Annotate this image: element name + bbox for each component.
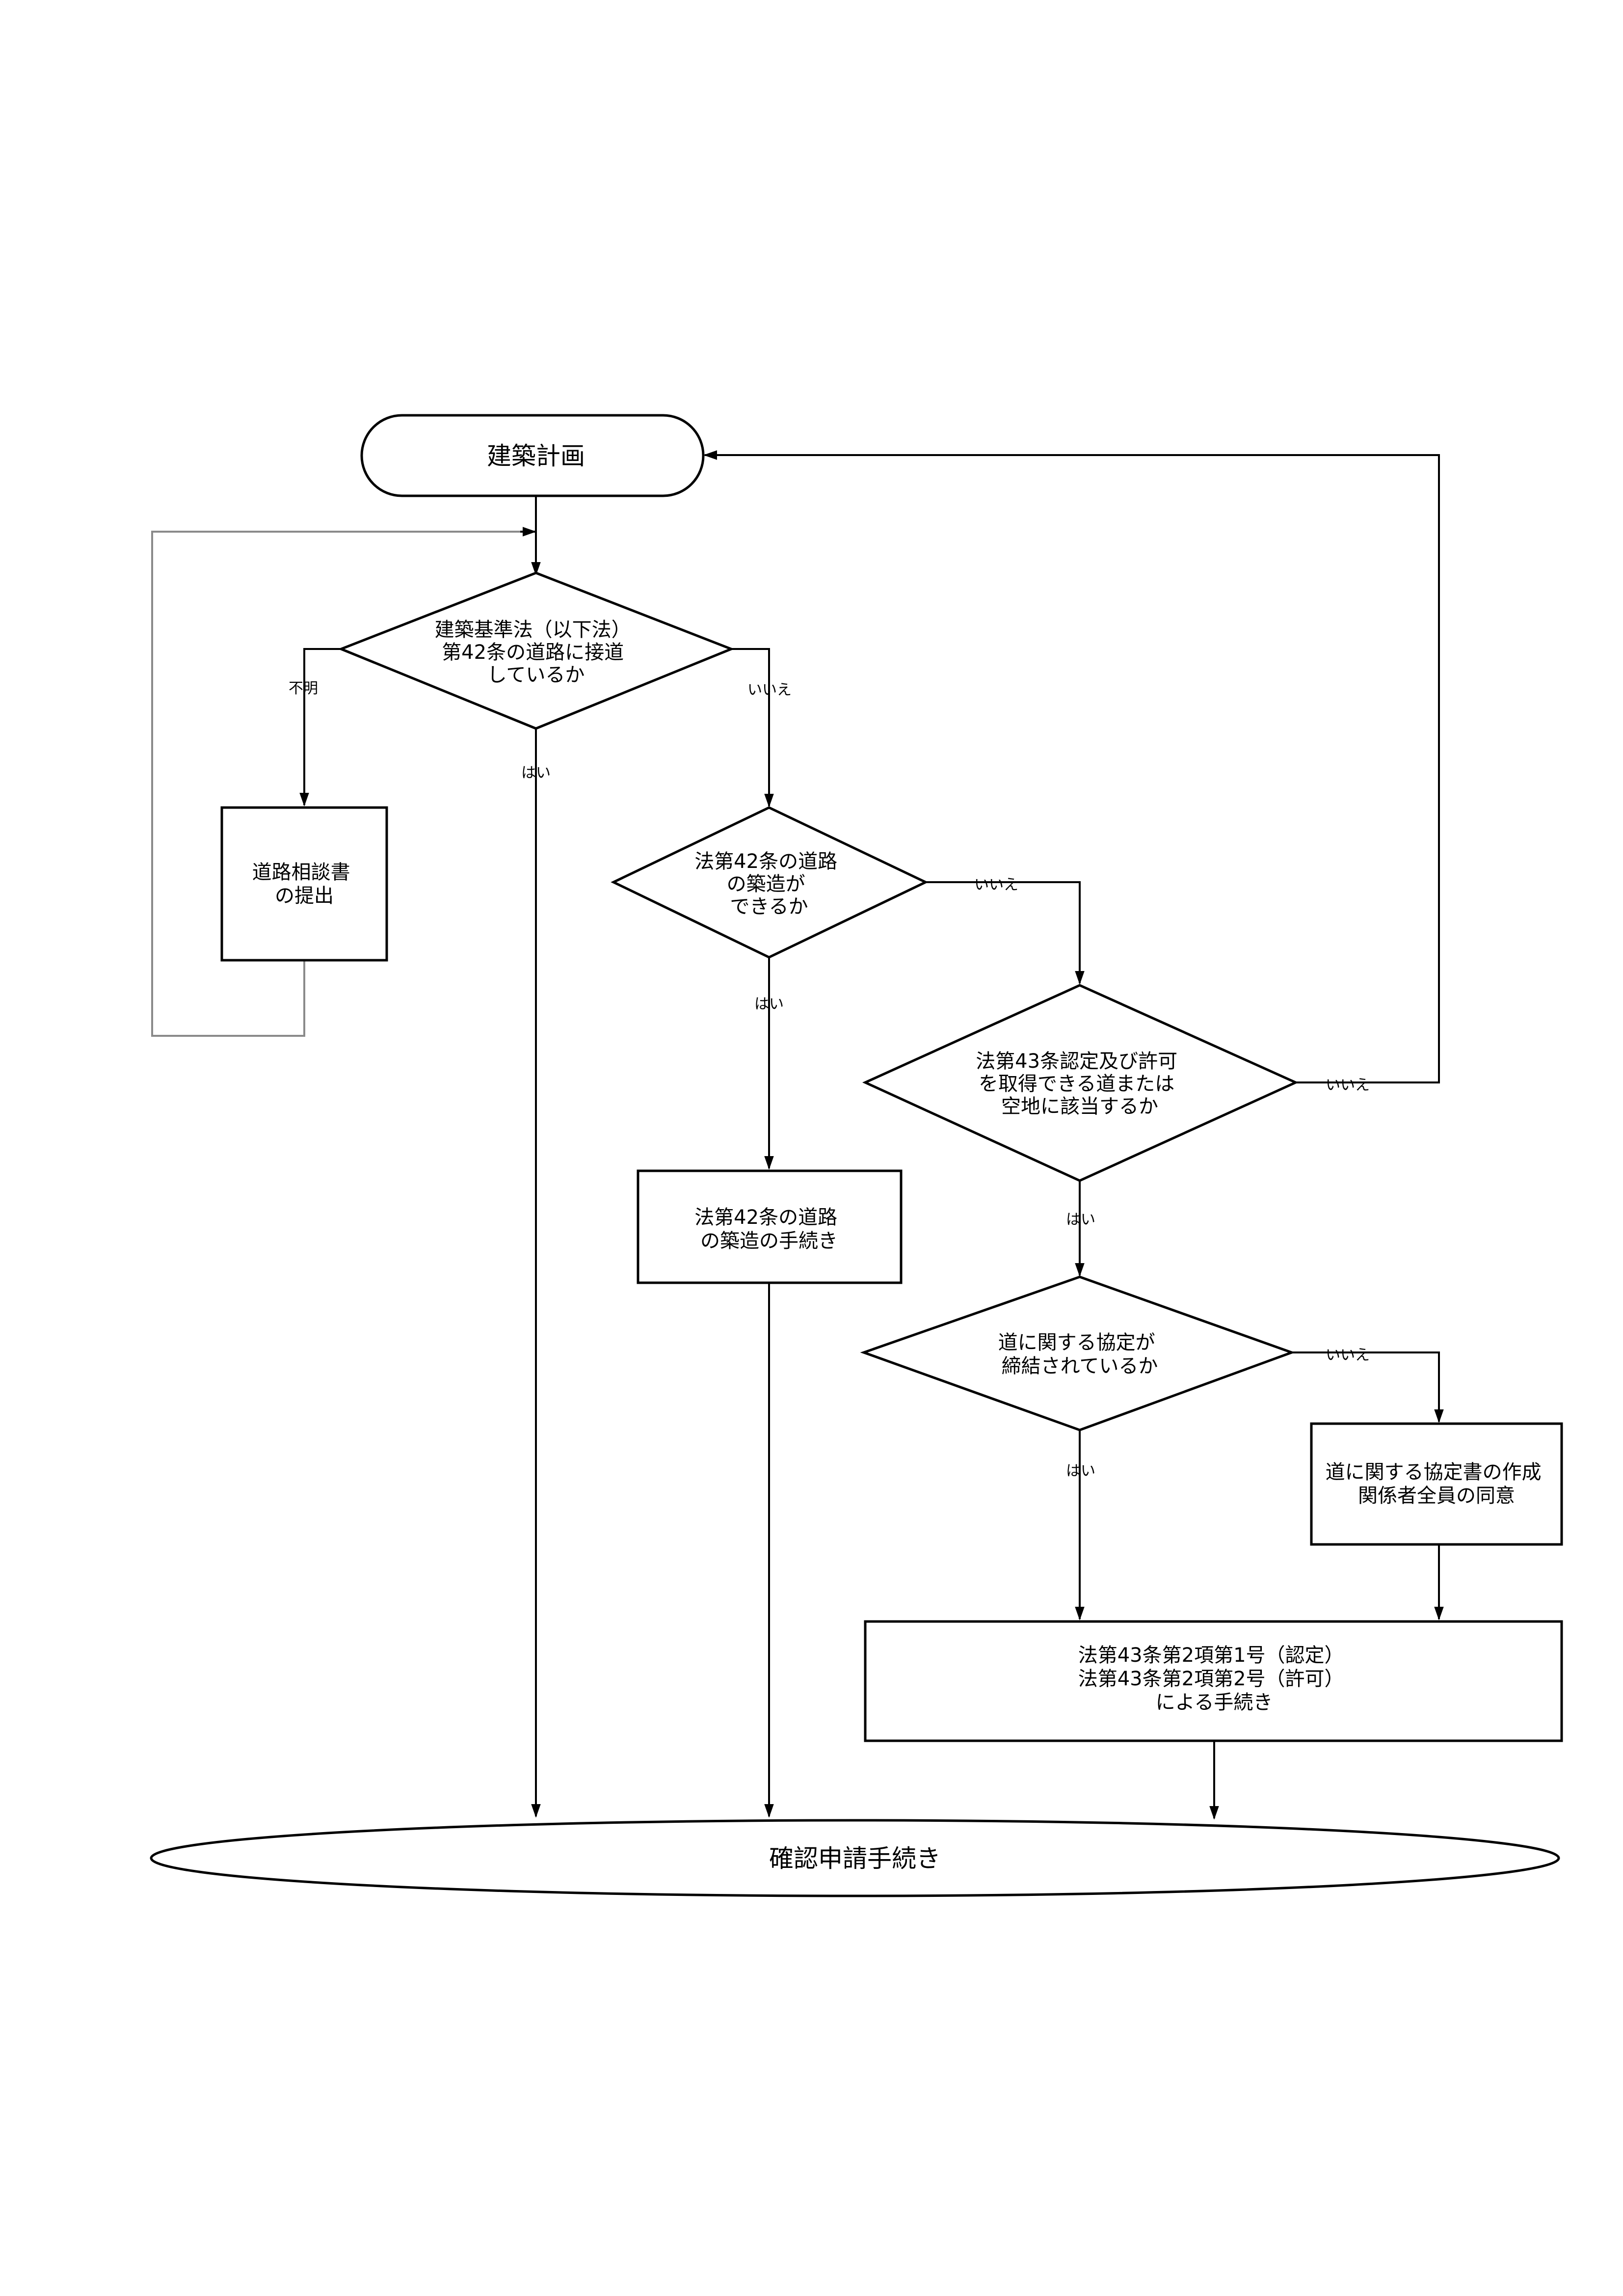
edge-q-agreement-no	[1292, 1351, 1444, 1423]
edge-q-road-unknown	[299, 648, 341, 807]
process-create-agreement-label: 道に関する協定書の作成 関係者全員の同意	[1326, 1461, 1548, 1507]
process-road-construction	[637, 1169, 903, 1284]
end-label: 確認申請手続き	[769, 1844, 941, 1873]
start-terminal	[360, 414, 705, 497]
decision-can-build-road	[611, 806, 929, 959]
edge-q-43-no	[703, 450, 1440, 1083]
process-create-agreement	[1310, 1422, 1563, 1546]
edge-q-build-no	[926, 881, 1085, 985]
process-submit-consultation-label: 道路相談書 の提出	[252, 861, 357, 907]
edge-label-q-43-no: いいえ	[1326, 1077, 1370, 1094]
decision-can-build-road-label: 法第42条の道路 の築造が できるか	[694, 850, 844, 918]
edge-label-q-road-no: いいえ	[747, 681, 792, 699]
decision-connected-to-road-label: 建築基準法（以下法） 第42条の道路に接道 しているか	[435, 619, 638, 686]
edge-label-q-43-yes: はい	[1066, 1211, 1095, 1228]
end-terminal	[150, 1819, 1560, 1897]
edge-label-q-road-unknown: 不明	[289, 680, 318, 697]
process-submit-consultation	[220, 806, 388, 962]
edge-label-q-road-yes: はい	[521, 764, 551, 782]
edge-q-road-no	[731, 648, 774, 808]
start-label: 建築計画	[487, 442, 585, 470]
decision-agreement-concluded	[860, 1275, 1296, 1432]
edge-label-q-agreement-no: いいえ	[1326, 1347, 1370, 1364]
process-article-43-procedure	[864, 1620, 1563, 1742]
edge-label-q-build-yes: はい	[754, 996, 784, 1013]
decision-article-43-qualifies-label: 法第43条認定及び許可 を取得できる道または 空地に該当するか	[976, 1050, 1184, 1118]
process-article-43-procedure-label: 法第43条第2項第1号（認定） 法第43条第2項第2号（許可） による手続き	[1078, 1644, 1351, 1714]
process-road-construction-label: 法第42条の道路 の築造の手続き	[694, 1206, 844, 1252]
decision-agreement-concluded-label: 道に関する協定が 締結されているか	[998, 1331, 1162, 1378]
edge-label-q-agreement-yes: はい	[1066, 1462, 1095, 1480]
decision-article-43-qualifies	[862, 984, 1299, 1182]
edge-label-q-build-no: いいえ	[974, 876, 1018, 893]
edge-consult-loop-back	[151, 531, 535, 1037]
decision-connected-to-road	[338, 571, 735, 730]
